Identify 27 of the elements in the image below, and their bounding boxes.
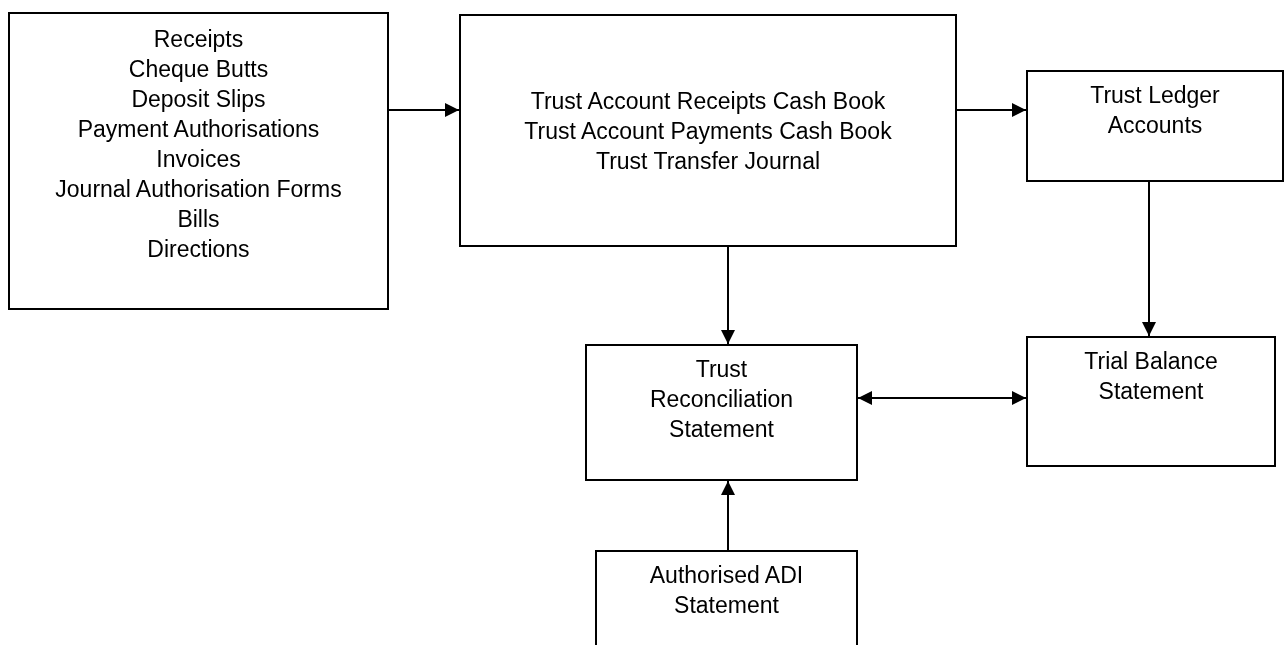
arrow — [1142, 181, 1156, 337]
process-box — [1026, 336, 1276, 467]
node-label: Bills — [176, 205, 221, 234]
node-label: Trust Ledger Accounts — [1089, 81, 1221, 140]
node-label: Trust Account Payments Cash Book — [523, 117, 893, 146]
node-label: Deposit Slips — [130, 85, 267, 114]
node-label: Trust Transfer Journal — [594, 147, 822, 176]
node-label: Invoices — [155, 145, 242, 174]
process-box — [459, 14, 957, 247]
arrow — [721, 246, 735, 345]
process-box — [8, 12, 389, 310]
node-label: Cheque Butts — [127, 55, 270, 84]
arrow — [857, 391, 1027, 405]
node-label: Trust Reconciliation Statement — [648, 355, 795, 444]
process-box — [585, 344, 858, 481]
node-label: Trust Account Receipts Cash Book — [529, 87, 887, 116]
arrow — [721, 480, 735, 551]
node-label: Authorised ADI Statement — [648, 561, 805, 620]
node-label: Directions — [146, 235, 251, 264]
arrow — [956, 103, 1027, 117]
node-label: Payment Authorisations — [76, 115, 321, 144]
node-label: Trial Balance Statement — [1083, 347, 1219, 406]
arrow — [388, 103, 460, 117]
node-label: Journal Authorisation Forms — [54, 175, 343, 204]
node-label: Receipts — [152, 25, 245, 54]
process-box — [1026, 70, 1284, 182]
process-box — [595, 550, 858, 645]
